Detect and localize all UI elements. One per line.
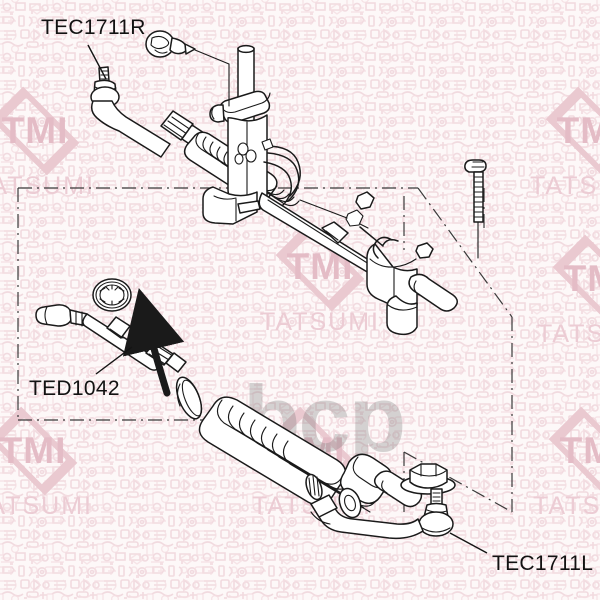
- rack-tube: [258, 191, 378, 277]
- part-label-tec1711l: TEC1711L: [492, 552, 594, 575]
- leader-ted1042: [95, 346, 133, 375]
- steering-gear-housing: [202, 44, 301, 225]
- boot-clamp-large: [175, 376, 203, 420]
- flat-washer: [338, 487, 362, 519]
- hex-flange-nut: [400, 463, 456, 495]
- part-label-ted1042: TED1042: [29, 377, 120, 400]
- reference-frame: [17, 187, 513, 513]
- retaining-clip: [145, 30, 230, 107]
- leader-lines: [87, 44, 488, 554]
- outer-tie-rod-end-lower: [310, 488, 454, 540]
- part-label-tec1711r: TEC1711R: [41, 16, 146, 39]
- assembly-arrow: [122, 287, 185, 397]
- rack-end-housing: [299, 199, 458, 336]
- boot-clamp-small: [305, 473, 323, 501]
- mounting-bolt: [464, 159, 487, 259]
- lock-washer: [92, 278, 132, 312]
- leader-tec1711l: [449, 532, 488, 554]
- leader-tec1711r: [87, 44, 107, 80]
- hydraulic-line: [261, 138, 301, 208]
